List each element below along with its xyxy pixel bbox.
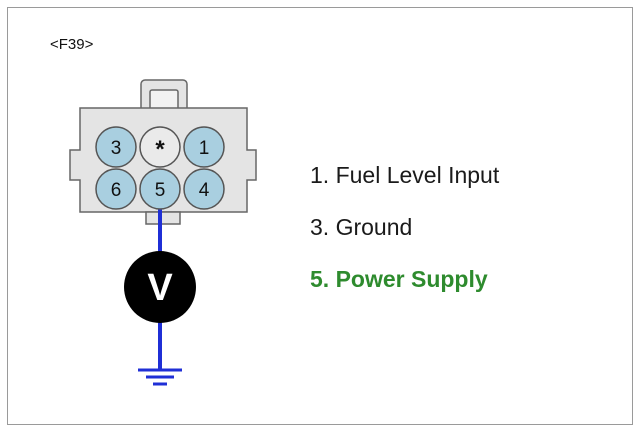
connector-pin-4 (183, 168, 225, 210)
connector-pin-label: 5 (155, 180, 166, 201)
pin-description-3: 3. Ground (310, 214, 413, 240)
connector-pin-3 (95, 126, 137, 168)
connector-pin-label: * (155, 136, 165, 163)
connector-pin-label: 1 (199, 138, 210, 159)
connector-pin-6 (95, 168, 137, 210)
connector-pin-blank (139, 126, 181, 168)
voltmeter-symbol: V (147, 267, 173, 309)
connector-pins: 3 * 1 6 5 4 (95, 126, 225, 210)
pin-description-1: 1. Fuel Level Input (310, 162, 500, 188)
ground-icon (138, 368, 182, 386)
connector-pin-label: 6 (111, 180, 122, 201)
connector-pin-5 (139, 168, 181, 210)
connector-label: <F39> (50, 36, 94, 53)
pin-description-list: 1. Fuel Level Input 3. Ground 5. Power S… (310, 158, 499, 314)
voltmeter-icon: V (124, 251, 196, 323)
connector-pin-1 (183, 126, 225, 168)
connector-pin-label: 3 (111, 138, 122, 159)
connector-pin-label: 4 (199, 180, 210, 201)
pin-description-5: 5. Power Supply (310, 266, 488, 292)
diagram-frame (7, 7, 633, 425)
connector-key (145, 211, 181, 225)
